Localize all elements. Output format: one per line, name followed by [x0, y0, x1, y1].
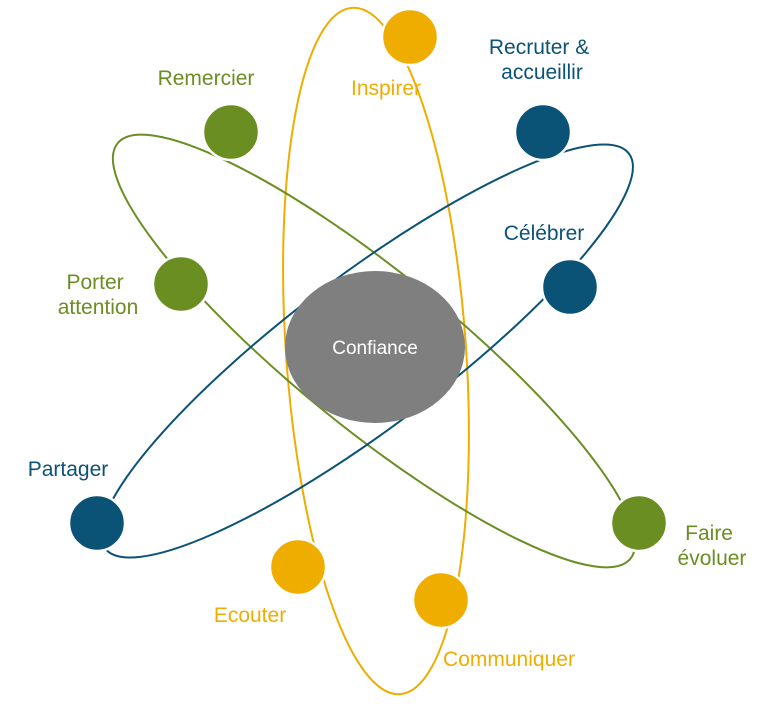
label-communiquer: Communiquer [443, 648, 575, 671]
node-ecouter [268, 537, 328, 597]
node-communiquer [411, 570, 471, 630]
node-faire-evoluer [609, 493, 669, 553]
label-ecouter: Ecouter [214, 604, 286, 627]
label-partager: Partager [28, 458, 109, 481]
node-recruter-accueillir [513, 102, 573, 162]
label-inspirer: Inspirer [351, 77, 421, 100]
label-celebrer: Célébrer [504, 222, 585, 245]
center-label: Confiance [332, 338, 418, 359]
node-inspirer [380, 7, 440, 67]
label-recruter-accueillir: Recruter & accueillir [489, 36, 595, 84]
node-porter-attention [151, 254, 211, 314]
node-remercier [201, 102, 261, 162]
label-remercier: Remercier [158, 67, 255, 90]
label-faire-evoluer: Faire évoluer [678, 522, 747, 570]
node-partager [67, 493, 127, 553]
center-nucleus [285, 271, 465, 423]
node-celebrer [540, 257, 600, 317]
label-porter-attention: Porter attention [58, 271, 139, 319]
